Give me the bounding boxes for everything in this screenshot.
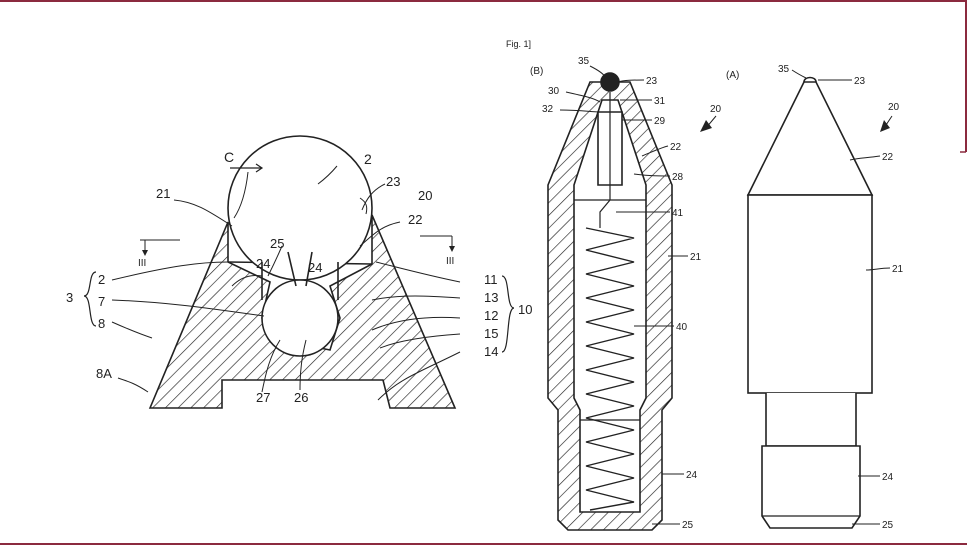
b-label-32: 32 — [542, 104, 554, 115]
b-label-29: 29 — [654, 116, 666, 127]
a-cone — [746, 81, 874, 196]
large-ball — [227, 135, 373, 281]
b-label-30: 30 — [548, 86, 560, 97]
b-label-22: 22 — [670, 142, 682, 153]
view-b — [547, 65, 717, 531]
left-view — [83, 135, 515, 409]
b-wire — [599, 92, 611, 228]
b-label-25: 25 — [682, 520, 694, 531]
brace-10 — [501, 275, 515, 353]
label-24b: 24 — [308, 260, 322, 275]
b-title: (B) — [530, 66, 543, 77]
a-label-21: 21 — [892, 264, 904, 275]
label-15: 15 — [484, 326, 498, 341]
b-label-23: 23 — [646, 76, 658, 87]
b-label-40: 40 — [676, 322, 688, 333]
label-section-left: III — [138, 258, 146, 269]
label-c: C — [224, 149, 234, 165]
label-20: 20 — [418, 188, 432, 203]
label-27: 27 — [256, 390, 270, 405]
figure-caption: Fig. 1] — [506, 39, 531, 49]
a-label-35: 35 — [778, 64, 790, 75]
b-spring — [585, 227, 635, 511]
label-24a: 24 — [256, 256, 270, 271]
b-label-24: 24 — [686, 470, 698, 481]
label-8: 8 — [98, 316, 105, 331]
label-7: 7 — [98, 294, 105, 309]
brace-3 — [83, 271, 97, 327]
a-leader-lines — [791, 69, 893, 525]
a-barrel — [747, 194, 873, 394]
b-label-21: 21 — [690, 252, 702, 263]
a-label-22: 22 — [882, 152, 894, 163]
view-b-labels: (B) 35 23 30 31 32 29 20 22 28 41 21 40 … — [530, 56, 722, 531]
leader-lines — [111, 165, 461, 401]
label-23: 23 — [386, 174, 400, 189]
contact-lines — [261, 251, 339, 300]
a-neck — [765, 393, 857, 447]
label-section-right: III — [446, 256, 454, 267]
a-tip — [803, 76, 817, 83]
label-2-top: 2 — [364, 151, 372, 167]
view-a-labels: (A) 35 23 20 22 21 24 25 — [726, 64, 904, 531]
label-3: 3 — [66, 290, 73, 305]
label-21: 21 — [156, 186, 170, 201]
a-title: (A) — [726, 70, 739, 81]
label-2: 2 — [98, 272, 105, 287]
a-label-23: 23 — [854, 76, 866, 87]
b-label-28: 28 — [672, 172, 684, 183]
label-8a: 8A — [96, 366, 112, 381]
a-label-24: 24 — [882, 472, 894, 483]
b-inner-bore — [573, 99, 647, 513]
b-label-41: 41 — [672, 208, 684, 219]
section-marks — [140, 235, 453, 250]
small-ball — [261, 279, 339, 357]
a-label-25: 25 — [882, 520, 894, 531]
b-label-20: 20 — [710, 104, 722, 115]
label-25: 25 — [270, 236, 284, 251]
c-arrow — [230, 163, 264, 173]
label-14: 14 — [484, 344, 498, 359]
label-26: 26 — [294, 390, 308, 405]
a-label-20: 20 — [888, 102, 900, 113]
label-13: 13 — [484, 290, 498, 305]
b-label-31: 31 — [654, 96, 666, 107]
b-label-35: 35 — [578, 56, 590, 67]
view-a — [746, 69, 893, 529]
left-view-labels: C 2 21 23 20 22 III III 25 24 24 2 3 7 8… — [66, 149, 532, 405]
label-12: 12 — [484, 308, 498, 323]
label-10: 10 — [518, 302, 532, 317]
label-22: 22 — [408, 212, 422, 227]
label-11: 11 — [484, 272, 498, 287]
b-ball — [600, 72, 620, 92]
b-leader-lines — [559, 65, 717, 525]
